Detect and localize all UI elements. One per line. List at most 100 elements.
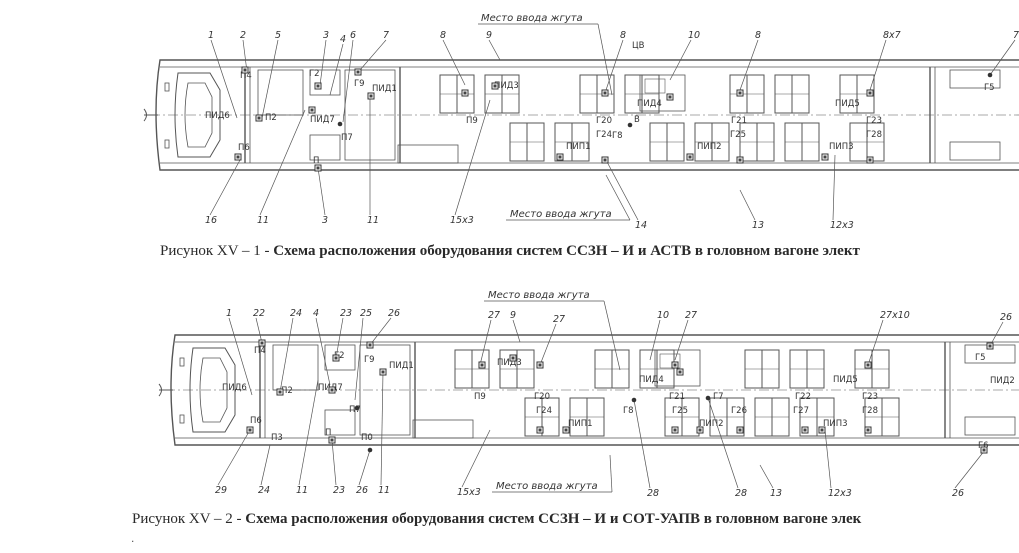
equipment-label: Г8 bbox=[612, 131, 623, 141]
equipment-label: Г6 bbox=[978, 441, 989, 451]
device-symbol-core bbox=[310, 108, 314, 112]
device-symbol-core bbox=[538, 428, 542, 432]
callout-number: 27 bbox=[553, 314, 565, 325]
callout-number: 4 bbox=[340, 34, 346, 45]
leader-line bbox=[319, 39, 327, 86]
equipment-label: ПИД3 bbox=[497, 358, 522, 368]
callout-number: 3 bbox=[322, 215, 328, 226]
cabinet-room bbox=[324, 344, 356, 371]
equipment-label: ПИД1 bbox=[389, 361, 414, 371]
equipment-label: П6 bbox=[250, 416, 262, 426]
device-symbol-core bbox=[866, 428, 870, 432]
leader-line bbox=[603, 300, 621, 371]
figure-2-caption-text: Схема расположения оборудования систем С… bbox=[245, 511, 862, 527]
callout-number: 28 bbox=[735, 488, 747, 499]
equipment-label: Г21 bbox=[731, 116, 747, 126]
callout-number: 27 bbox=[685, 310, 697, 321]
leader-line bbox=[832, 154, 836, 221]
end-cabinet bbox=[949, 69, 1001, 89]
leader-line bbox=[512, 319, 521, 343]
leader-line bbox=[605, 39, 624, 91]
equipment-label: П0 bbox=[361, 433, 373, 443]
equipment-label: Г23 bbox=[862, 392, 878, 402]
callout-number: 11 bbox=[367, 215, 379, 226]
equipment-label: Г23 bbox=[866, 116, 882, 126]
leader-line bbox=[867, 319, 884, 366]
device-symbol-core bbox=[868, 158, 872, 162]
leader-line bbox=[633, 399, 651, 489]
device-symbol-core bbox=[564, 428, 568, 432]
equipment-label: П2 bbox=[265, 113, 277, 123]
equipment-label: П bbox=[325, 428, 331, 438]
equipment-label: Г24 bbox=[596, 130, 612, 140]
leader-line bbox=[209, 159, 241, 216]
equipment-label: ПИП3 bbox=[829, 142, 854, 152]
leader-line bbox=[869, 39, 887, 91]
device-symbol-core bbox=[673, 363, 677, 367]
equipment-label: Г20 bbox=[596, 116, 612, 126]
equipment-cabinet bbox=[639, 74, 686, 112]
figure-1-caption-prefix: Рисунок XV – 1 - bbox=[160, 243, 270, 259]
leader-line bbox=[279, 317, 294, 393]
equipment-label: ЦВ bbox=[632, 41, 645, 51]
device-symbol-core bbox=[668, 95, 672, 99]
leader-line bbox=[989, 321, 1004, 347]
leader-line bbox=[824, 429, 832, 489]
device-symbol-core bbox=[868, 91, 872, 95]
figure-2-caption: Рисунок XV – 2 - Схема расположения обор… bbox=[132, 511, 861, 528]
callout-number: 27 bbox=[488, 310, 500, 321]
equipment-label: Г25 bbox=[730, 130, 746, 140]
leader-line bbox=[605, 174, 631, 221]
coupler bbox=[143, 108, 158, 122]
equipment-label: ПИД1 bbox=[372, 84, 397, 94]
device-symbol-core bbox=[738, 158, 742, 162]
device-symbol-core bbox=[316, 84, 320, 88]
leader-line bbox=[989, 39, 1016, 76]
callout-number: 3 bbox=[323, 30, 329, 41]
device-symbol-core bbox=[603, 158, 607, 162]
equipment-label: Г7 bbox=[713, 392, 724, 402]
device-symbol-core bbox=[334, 356, 338, 360]
leader-line bbox=[317, 167, 326, 216]
device-symbol-core bbox=[688, 155, 692, 159]
leader-line bbox=[228, 317, 253, 396]
device-symbol-core bbox=[603, 91, 607, 95]
equipment-label: П7 bbox=[349, 405, 361, 415]
equipment-label: Г9 bbox=[364, 355, 375, 365]
harness-label-bottom: Место ввода жгута bbox=[496, 481, 598, 492]
equipment-label: ПИД2 bbox=[990, 376, 1015, 386]
cab-console bbox=[189, 347, 236, 433]
callout-number: 2 bbox=[240, 30, 246, 41]
leader-line bbox=[298, 379, 319, 486]
device-symbol-core bbox=[257, 116, 261, 120]
leader-line bbox=[217, 429, 251, 486]
callout-number: 23 bbox=[333, 485, 345, 496]
equipment-label: ПИП1 bbox=[568, 419, 593, 429]
leader-line bbox=[329, 43, 344, 96]
device-symbol-core bbox=[678, 370, 682, 374]
leader-line bbox=[442, 39, 466, 86]
device-symbol-core bbox=[738, 428, 742, 432]
device-symbol-core bbox=[738, 91, 742, 95]
leader-line bbox=[609, 454, 613, 493]
sensor-dot bbox=[705, 395, 711, 401]
equipment-label: Г28 bbox=[862, 406, 878, 416]
callout-number: 8х7 bbox=[883, 30, 901, 41]
end-cabinet bbox=[964, 416, 1016, 436]
leader-line bbox=[488, 39, 501, 61]
callout-number: 11 bbox=[378, 485, 390, 496]
leader-line bbox=[649, 319, 661, 361]
callout-number: 8 bbox=[755, 30, 761, 41]
callout-number: 7 bbox=[1013, 30, 1019, 41]
equipment-label: ПИП2 bbox=[697, 142, 722, 152]
equipment-label: Г5 bbox=[975, 353, 986, 363]
leader-line bbox=[674, 319, 689, 361]
device-symbol-core bbox=[248, 428, 252, 432]
leader-line bbox=[707, 397, 739, 489]
device-symbol-core bbox=[330, 388, 334, 392]
device-symbol-core bbox=[538, 363, 542, 367]
callout-number: 26 bbox=[1000, 312, 1012, 323]
leader-line bbox=[669, 39, 692, 81]
device-symbol-core bbox=[236, 155, 240, 159]
device-symbol-core bbox=[988, 344, 992, 348]
